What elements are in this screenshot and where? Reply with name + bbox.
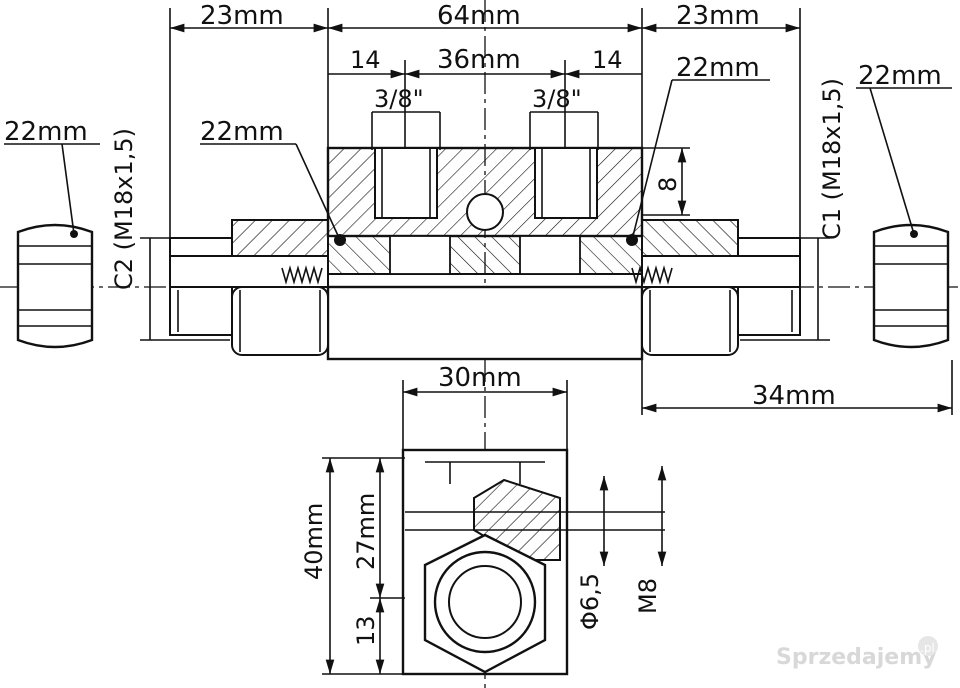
watermark-badge: .pl	[920, 641, 935, 655]
bore-diameter-label: Φ6,5	[576, 573, 604, 630]
valve-body-section	[326, 146, 644, 361]
dimension-labels: 23mm 64mm 23mm 14 36mm 14 3/8" 3/8" 22mm…	[4, 1, 942, 646]
right-nut-outer-label: 22mm	[858, 61, 942, 91]
right-width-label: 23mm	[676, 1, 760, 31]
height-27-label: 27mm	[352, 493, 380, 570]
right-port-label: 3/8"	[532, 85, 582, 113]
left-hex-nut	[16, 223, 94, 349]
left-port-label: 3/8"	[374, 85, 424, 113]
center-width-label: 64mm	[437, 1, 521, 31]
right-fitting	[626, 219, 801, 356]
left-nut-inner-label: 22mm	[200, 117, 284, 147]
height-8-label: 8	[654, 177, 682, 192]
port-c1-label: C1 (M18x1,5)	[818, 78, 846, 240]
port-c2-label: C2 (M18x1,5)	[110, 128, 138, 290]
right-hex-nut	[872, 223, 950, 349]
thread-m8-label: M8	[634, 578, 662, 614]
right-inner-label: 14	[592, 46, 623, 74]
right-reach-label: 34mm	[752, 381, 836, 411]
leader-lines	[4, 79, 952, 241]
left-fitting	[169, 219, 346, 356]
bottom-width-label: 30mm	[438, 363, 522, 393]
watermark-text: Sprzedajemy	[776, 645, 937, 670]
right-fitting-nut-label: 22mm	[676, 53, 760, 83]
left-nut-outer-label: 22mm	[4, 117, 88, 147]
left-width-label: 23mm	[200, 1, 284, 31]
left-inner-label: 14	[350, 46, 381, 74]
watermark: Sprzedajemy .pl	[776, 636, 938, 670]
center-inner-label: 36mm	[437, 45, 521, 75]
height-13-label: 13	[352, 615, 380, 646]
side-view	[322, 380, 667, 676]
height-40-label: 40mm	[300, 503, 328, 580]
